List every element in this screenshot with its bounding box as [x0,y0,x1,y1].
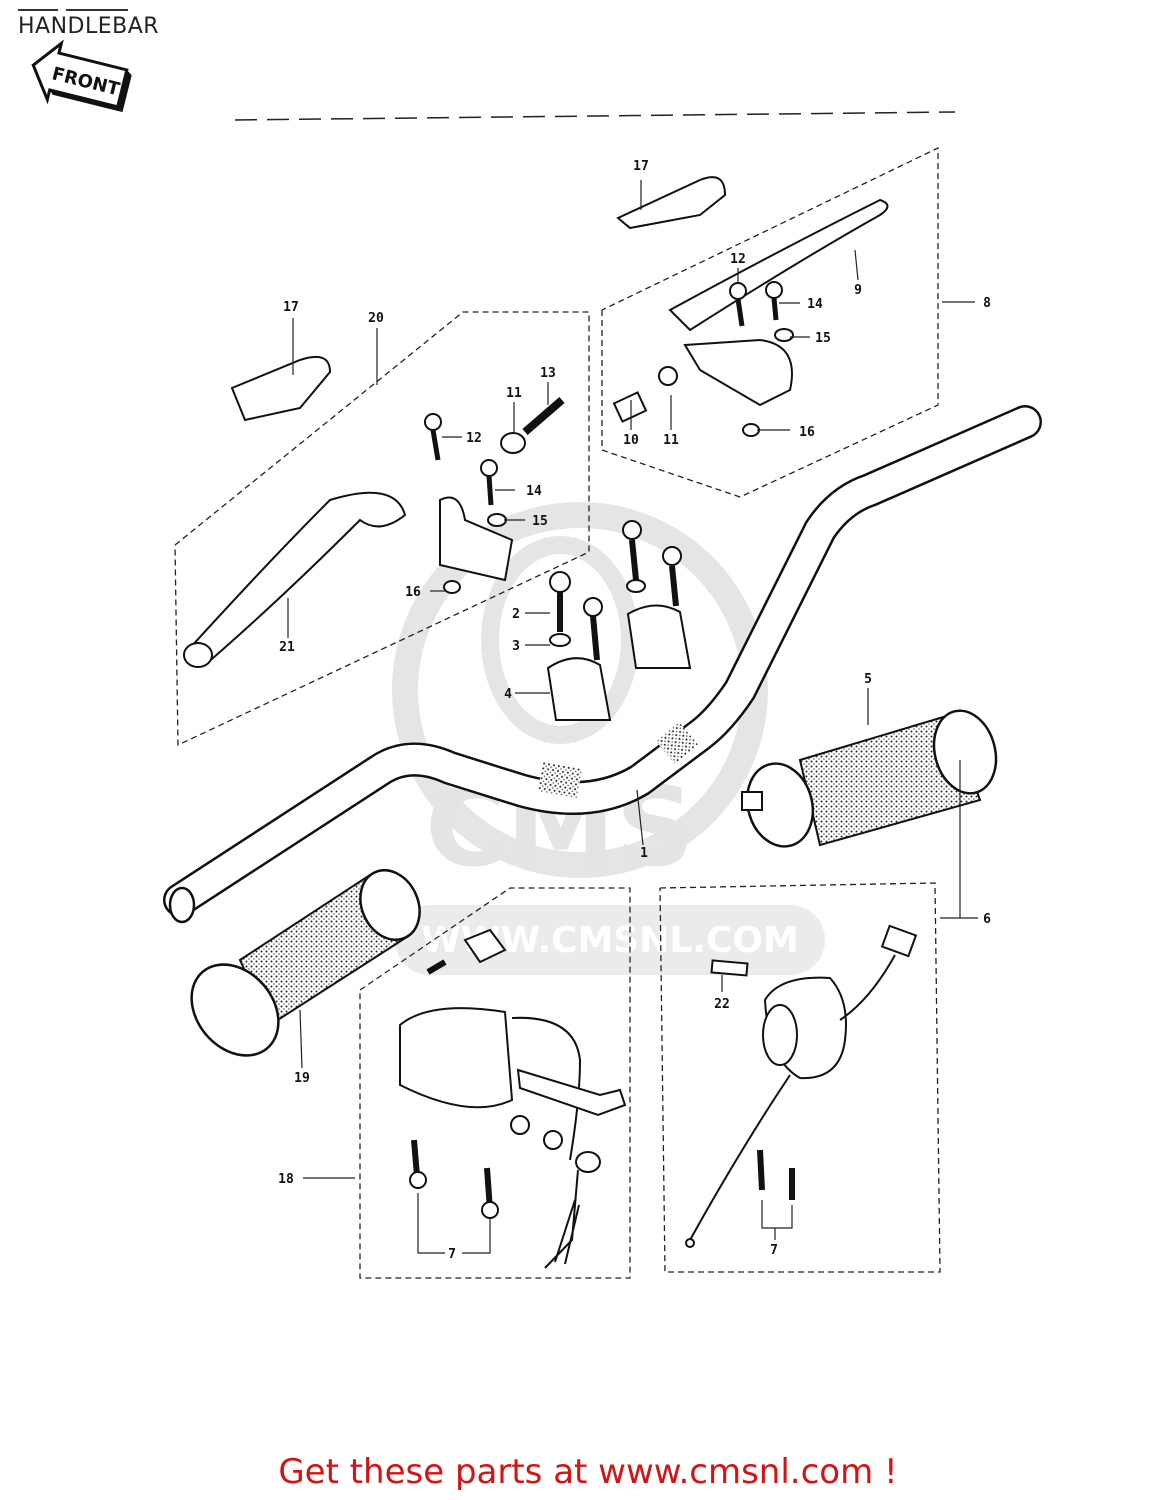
callout-16-left: 16 [405,585,421,600]
callout-7-right: 7 [770,1243,778,1258]
callout-14-left: 14 [526,484,542,499]
box-lever-right [601,146,939,498]
callout-1: 1 [640,846,648,861]
callout-21: 21 [279,640,295,655]
callout-11-left: 11 [506,386,522,401]
right-throttle-parts [685,924,918,1248]
callout-5: 5 [864,672,872,687]
callout-8: 8 [983,296,991,311]
handlebar-holders [546,520,692,721]
callout-labels: 17 12 14 15 9 8 10 11 16 17 20 13 11 12 … [278,159,991,1262]
leader-lines [287,180,978,1254]
right-lever-parts [612,176,889,437]
left-grip-part [190,869,421,1057]
callout-15: 15 [815,331,831,346]
callout-17-left: 17 [283,300,299,315]
handlebar-part [163,405,1042,924]
callout-20: 20 [368,311,384,326]
callout-10: 10 [623,433,639,448]
callout-14: 14 [807,297,823,312]
callout-6: 6 [983,912,991,927]
parts-diagram: CMS WWW.CMSNL.COM FRONT [31,39,1042,1279]
callout-9: 9 [854,283,862,298]
top-dashed-line [234,111,956,121]
callout-22: 22 [714,997,730,1012]
callout-17: 17 [633,159,649,174]
callout-18: 18 [278,1172,294,1187]
header-rule [18,0,138,11]
footer-cta-link[interactable]: Get these parts at www.cmsnl.com ! [278,1452,898,1492]
callout-16: 16 [799,425,815,440]
page-title: HANDLEBAR [18,14,160,39]
right-grip-part [741,709,998,848]
left-lever-parts [183,356,565,668]
footer-cta: Get these parts at www.cmsnl.com ! [0,1452,1176,1492]
left-switch-parts [399,928,627,1269]
box-lever-left [174,311,590,747]
callout-4: 4 [504,687,512,702]
box-throttle-right [659,882,941,1273]
callout-2: 2 [512,607,520,622]
callout-3: 3 [512,639,520,654]
callout-12: 12 [730,252,746,267]
front-arrow-icon: FRONT [31,39,132,113]
callout-12-left: 12 [466,431,482,446]
callout-11: 11 [663,433,679,448]
callout-15-left: 15 [532,514,548,529]
callout-13: 13 [540,366,556,381]
callout-7-left: 7 [448,1247,456,1262]
box-switch-left [359,887,631,1279]
callout-19: 19 [294,1071,310,1086]
